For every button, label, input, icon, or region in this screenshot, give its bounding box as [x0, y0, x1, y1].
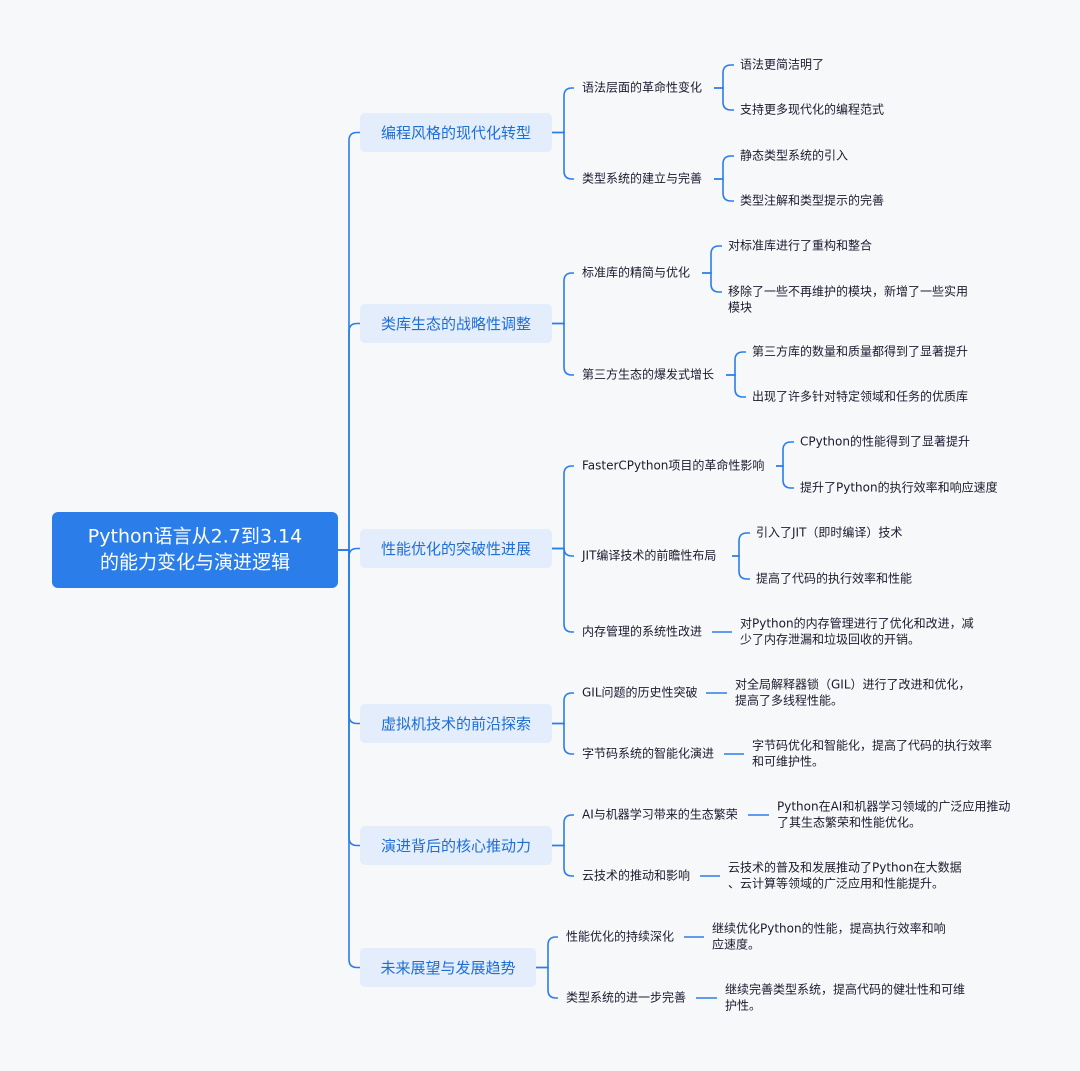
branch-label: 编程风格的现代化转型 — [381, 124, 531, 142]
branch-label: 虚拟机技术的前沿探索 — [381, 715, 531, 733]
connector-branch-to-sub — [536, 966, 558, 999]
connector-branch-to-sub — [552, 692, 574, 725]
connector-branch-to-sub — [552, 465, 574, 550]
branch-label: 演进背后的核心推动力 — [381, 837, 531, 855]
root-title-line: Python语言从2.7到3.14 — [88, 526, 302, 548]
sub-topic-label: 性能优化的持续深化 — [566, 929, 674, 944]
connector-branch-to-sub — [552, 87, 574, 134]
branch-node[interactable] — [360, 529, 552, 568]
leaf-text-line: 对Python的内存管理进行了优化和改进，减 — [740, 616, 974, 631]
sub-topic-label: GIL问题的历史性突破 — [582, 685, 698, 700]
connector-sub-to-leaf — [732, 532, 750, 557]
leaf-text-line: CPython的性能得到了显著提升 — [800, 434, 970, 449]
leaf-text-line: 字节码优化和智能化，提高了代码的执行效率 — [752, 738, 992, 753]
leaf-text-line: 静态类型系统的引入 — [740, 148, 848, 163]
leaf-text-line: 提高了多线程性能。 — [735, 693, 843, 708]
connector-sub-to-leaf — [714, 155, 734, 180]
connector-root-to-branch — [338, 131, 360, 551]
leaf-text-line: 移除了一些不再维护的模块，新增了一些实用 — [728, 284, 968, 299]
leaf-text-line: 对标准库进行了重构和整合 — [728, 238, 872, 253]
connector-sub-to-leaf — [726, 351, 746, 376]
leaf-text-line: 出现了许多针对特定领域和任务的优质库 — [752, 389, 968, 404]
leaf-text-line: 类型注解和类型提示的完善 — [740, 193, 884, 208]
leaf-text-line: 提升了Python的执行效率和响应速度 — [800, 480, 998, 495]
branch-label: 未来展望与发展趋势 — [380, 959, 515, 977]
connector-branch-to-sub — [552, 814, 574, 847]
leaf-text-line: 语法更简洁明了 — [740, 58, 824, 72]
connector-branch-to-sub — [552, 844, 574, 877]
sub-topic-label: 字节码系统的智能化演进 — [582, 746, 714, 761]
leaf-text-line: Python在AI和机器学习领域的广泛应用推动 — [777, 799, 1010, 814]
connector-branch-to-sub — [552, 547, 574, 633]
leaf-text-line: 提高了代码的执行效率和性能 — [756, 571, 912, 586]
root-title-line: 的能力变化与演进逻辑 — [100, 552, 290, 574]
connector-sub-to-leaf — [714, 64, 734, 89]
leaf-text-line: 继续优化Python的性能，提高执行效率和响 — [712, 921, 946, 936]
leaf-text-line: 引入了JIT（即时编译）技术 — [756, 525, 902, 540]
leaf-text-line: 应速度。 — [712, 937, 760, 952]
connector-sub-to-leaf — [776, 465, 794, 489]
connector-root-to-branch — [338, 322, 360, 551]
branch-node[interactable] — [360, 113, 552, 152]
connectors — [338, 64, 794, 999]
leaf-text-line: 、云计算等领域的广泛应用和性能提升。 — [728, 876, 944, 891]
leaf-text-line: 护性。 — [725, 999, 761, 1013]
connector-sub-to-leaf — [732, 555, 750, 580]
branch-node[interactable] — [360, 826, 552, 865]
branch-label: 性能优化的突破性进展 — [381, 540, 531, 558]
leaf-text-line: 对全局解释器锁（GIL）进行了改进和优化， — [735, 677, 971, 692]
leaf-text-line: 继续完善类型系统，提高代码的健壮性和可维 — [725, 982, 965, 997]
connector-sub-to-leaf — [702, 245, 722, 274]
leaf-text-line: 支持更多现代化的编程范式 — [740, 102, 884, 117]
sub-topic-label: 第三方生态的爆发式增长 — [582, 367, 714, 382]
leaf-text-line: 和可维护性。 — [752, 755, 824, 769]
connector-sub-to-leaf — [714, 178, 734, 202]
branch-node[interactable] — [360, 704, 552, 743]
sub-topic-label: AI与机器学习带来的生态繁荣 — [582, 807, 738, 822]
connector-branch-to-sub — [552, 131, 574, 180]
branch-node[interactable] — [360, 948, 536, 987]
connector-branch-to-sub — [536, 936, 558, 969]
sub-topic-label: 标准库的精简与优化 — [582, 265, 690, 280]
leaf-text-line: 云技术的普及和发展推动了Python在大数据 — [728, 860, 962, 875]
connector-sub-to-leaf — [714, 87, 734, 111]
connector-root-to-branch — [338, 549, 360, 969]
sub-topic-label: 语法层面的革命性变化 — [582, 80, 702, 95]
leaf-text-line: 第三方库的数量和质量都得到了显著提升 — [752, 344, 968, 359]
connector-sub-to-leaf — [776, 441, 794, 467]
leaf-text-line: 模块 — [728, 301, 752, 315]
connector-branch-to-sub — [552, 322, 574, 376]
leaf-text-line: 少了内存泄漏和垃圾回收的开销。 — [740, 632, 920, 647]
sub-topic-label: 类型系统的进一步完善 — [566, 990, 686, 1005]
sub-topic-label: JIT编译技术的前瞻性布局 — [581, 548, 716, 563]
branch-node[interactable] — [360, 304, 552, 343]
sub-topic-label: 内存管理的系统性改进 — [582, 624, 702, 639]
connector-branch-to-sub — [552, 272, 574, 325]
connector-branch-to-sub — [552, 722, 574, 755]
connector-sub-to-leaf — [726, 374, 746, 398]
sub-topic-label: 类型系统的建立与完善 — [582, 171, 702, 186]
sub-topic-label: FasterCPython项目的革命性影响 — [582, 458, 764, 473]
connector-sub-to-leaf — [702, 272, 722, 293]
sub-topic-label: 云技术的推动和影响 — [582, 868, 690, 883]
leaf-text-line: 了其生态繁荣和性能优化。 — [777, 815, 921, 830]
root-node[interactable] — [52, 512, 338, 588]
branch-label: 类库生态的战略性调整 — [381, 315, 531, 333]
